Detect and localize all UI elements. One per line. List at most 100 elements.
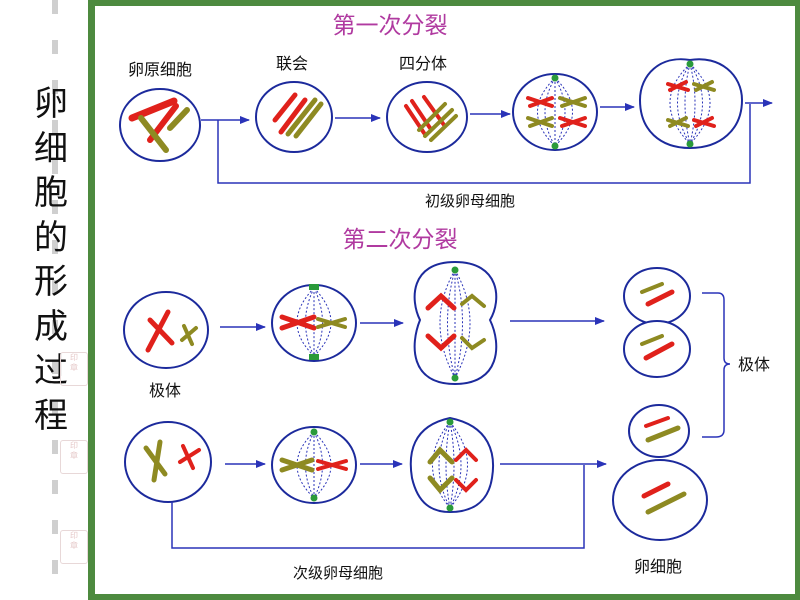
chromosome-red [278, 97, 308, 135]
centrosome [309, 284, 319, 290]
chromosome-red [645, 289, 675, 307]
chromosome-red [128, 97, 178, 122]
chromosome-olive [423, 108, 454, 138]
chromosome-olive [417, 102, 447, 132]
cell-metaphase-two-polar [271, 284, 357, 362]
label-oogonium: 卵原细胞 [128, 60, 192, 79]
cell-synapsis [255, 81, 333, 153]
section1-arrows [201, 99, 773, 184]
centrosome [551, 142, 559, 150]
chromosome-olive [180, 324, 198, 346]
cell-metaphase-one [512, 73, 598, 151]
chromosome-olive [460, 336, 486, 351]
cell-oogonium [119, 88, 201, 162]
title-char: 的 [34, 217, 68, 258]
chromosome-olive [429, 114, 458, 142]
title-char: 细 [34, 128, 68, 169]
chromosome-olive [666, 116, 690, 128]
centrosome [686, 60, 694, 68]
label-secondary-oocyte: 次级卵母细胞 [293, 564, 383, 582]
chromosome-red [558, 116, 587, 128]
chromosome-red [641, 481, 671, 499]
section2-arrows [171, 292, 731, 549]
bracket-primary [217, 104, 751, 184]
cell-metaphase-two-oocyte [271, 426, 357, 504]
decorative-seal: 印章 [60, 530, 88, 564]
cell-anaphase-two-polar [413, 260, 498, 386]
dashed-divider [52, 0, 58, 600]
chromosome-olive [138, 115, 169, 153]
chromosome-red [178, 444, 201, 470]
chromosome-olive [167, 107, 190, 131]
spindle-fibers [537, 77, 573, 147]
chromosome-red [526, 96, 554, 108]
title-char: 成 [34, 306, 68, 347]
chromosome-red [644, 416, 670, 428]
centrosome [310, 428, 318, 436]
centrosome [310, 494, 318, 502]
centrosome [451, 266, 459, 274]
chromosome-olive [143, 439, 168, 483]
chromosome-red [272, 92, 298, 123]
bracket-polar-bodies [702, 292, 731, 438]
spindle-fibers [296, 431, 332, 499]
cell-polar-body [123, 291, 209, 369]
centrosome [446, 504, 454, 512]
chromosome-red [454, 478, 478, 493]
spindle-fibers [439, 269, 471, 379]
spindle-fibers [296, 287, 332, 357]
title-char: 程 [34, 395, 68, 436]
cell-anaphase-two-oocyte [409, 416, 495, 514]
label-polar-bodies: 极体 [738, 355, 770, 374]
sidebar: 卵 细 胞 的 形 成 过 程 印章 印章 印章 [0, 0, 88, 600]
chromosome-red [425, 333, 457, 352]
centrosome [551, 74, 559, 82]
chromosome-red [454, 447, 478, 462]
chromosome-olive [427, 475, 455, 494]
polar-body-cell-a [623, 267, 691, 325]
centrosome [686, 140, 694, 148]
cell-egg [612, 459, 708, 541]
heading-first-division: 第一次分裂 [333, 13, 448, 39]
label-egg: 卵细胞 [634, 557, 682, 576]
chromosome-red [643, 341, 675, 361]
chromosome-red [279, 314, 317, 331]
chromosome-red [145, 309, 175, 353]
centrosome [451, 374, 459, 382]
decorative-seal: 印章 [60, 440, 88, 474]
label-primary-oocyte: 初级卵母细胞 [425, 192, 515, 210]
centrosome [446, 418, 454, 426]
title-char: 卵 [34, 84, 68, 124]
label-synapsis: 联会 [276, 54, 308, 73]
chromosome-olive [640, 282, 664, 294]
chromosome-olive [460, 293, 486, 308]
chromosome-olive [526, 116, 554, 128]
chromosome-olive [692, 80, 716, 92]
polar-body-cell-b [623, 320, 691, 378]
chromosome-red [316, 459, 348, 471]
chromosome-olive [285, 97, 318, 137]
spindle-fibers [432, 421, 468, 509]
bracket-secondary [171, 465, 585, 549]
chromosome-olive [640, 334, 664, 346]
chromosome-olive [427, 446, 455, 465]
centrosome [309, 354, 319, 360]
chromosome-red [666, 80, 690, 92]
cell-anaphase-one [638, 58, 744, 150]
chromosome-olive [558, 96, 587, 108]
cell-secondary-oocyte [124, 421, 212, 503]
spindle-fibers [669, 63, 711, 145]
chromosome-olive [645, 491, 687, 515]
title-char: 胞 [34, 173, 68, 213]
label-polar-body: 极体 [149, 381, 181, 400]
chromosome-olive [316, 317, 347, 329]
chromosome-red [692, 116, 716, 128]
heading-second-division: 第二次分裂 [343, 227, 458, 253]
polar-body-cell-c [628, 404, 690, 458]
chromosome-olive [645, 425, 681, 443]
chromosome-olive [279, 457, 315, 473]
vertical-title: 卵 细 胞 的 形 成 过 程 [26, 82, 76, 438]
label-tetrad: 四分体 [399, 54, 447, 73]
cell-tetrad [386, 81, 468, 153]
